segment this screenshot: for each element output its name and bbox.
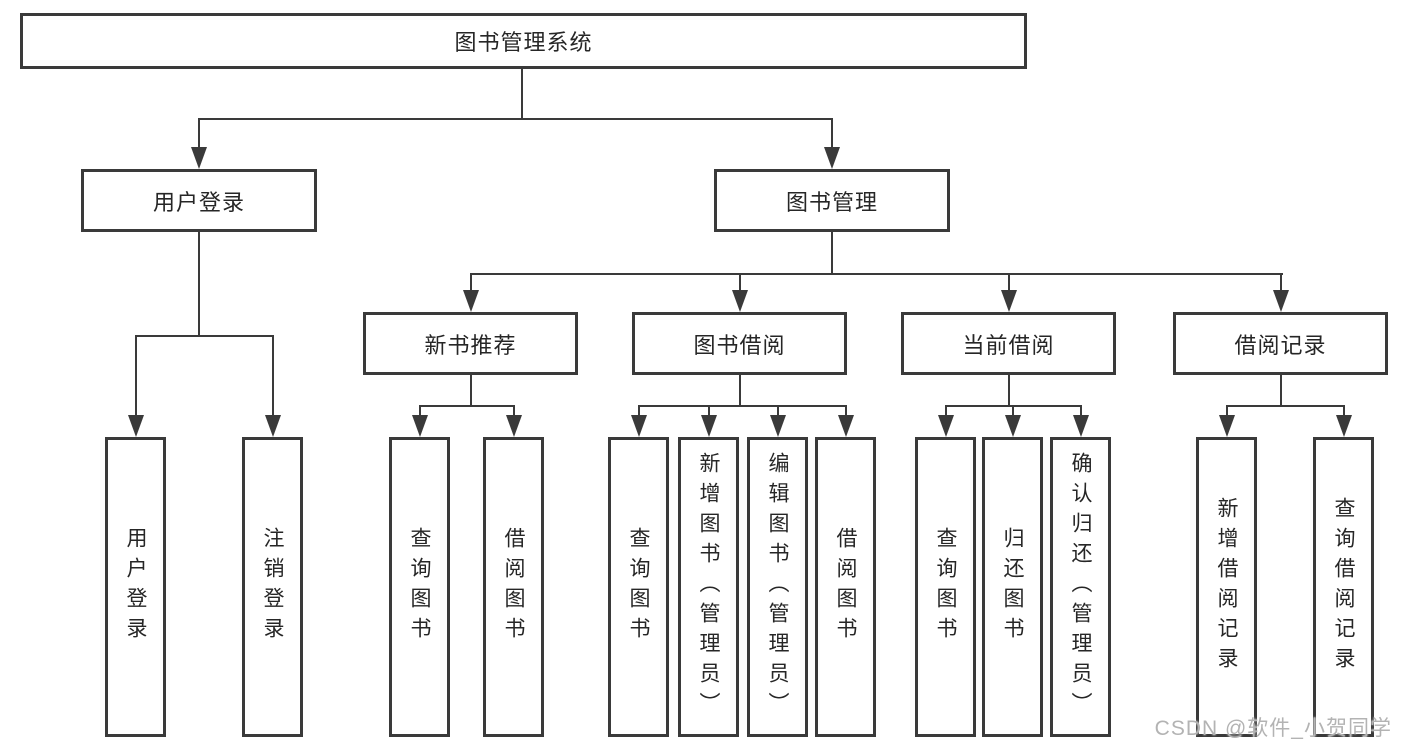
- connector: [134, 335, 137, 419]
- leaf-query-borrow-record: 查询借阅记录: [1313, 437, 1374, 737]
- node-borrowing-records: 借阅记录: [1173, 312, 1388, 375]
- connector: [198, 118, 833, 120]
- node-new-book-recommendation: 新书推荐: [363, 312, 578, 375]
- connector: [944, 405, 947, 418]
- connector: [521, 69, 523, 119]
- watermark: CSDN @软件_小贺同学: [1154, 717, 1392, 740]
- leaf-add-borrow-record: 新增借阅记录: [1196, 437, 1257, 737]
- node-label: 查询图书: [934, 527, 958, 647]
- arrow-down-icon: [505, 415, 522, 437]
- leaf-borrow-books-recommend: 借阅图书: [483, 437, 544, 737]
- arrow-down-icon: [462, 290, 479, 312]
- node-book-management: 图书管理: [714, 169, 950, 232]
- node-label: 编辑图书（管理员）: [766, 452, 790, 722]
- leaf-edit-books-admin: 编辑图书（管理员）: [747, 437, 808, 737]
- connector: [707, 405, 710, 418]
- connector: [469, 273, 1283, 275]
- connector: [271, 335, 274, 419]
- node-book-borrowing: 图书借阅: [632, 312, 847, 375]
- leaf-borrow-books: 借阅图书: [815, 437, 876, 737]
- leaf-confirm-return-admin: 确认归还（管理员）: [1050, 437, 1111, 737]
- node-label: 图书借阅: [693, 332, 786, 358]
- node-label: 借阅记录: [1234, 332, 1327, 358]
- connector: [1225, 405, 1345, 407]
- connector: [831, 118, 833, 150]
- arrow-down-icon: [937, 415, 954, 437]
- arrow-down-icon: [191, 147, 207, 169]
- node-label: 借阅图书: [502, 527, 526, 647]
- leaf-query-books-recommend: 查询图书: [389, 437, 450, 737]
- connector: [844, 405, 847, 418]
- leaf-logout: 注销登录: [242, 437, 303, 737]
- connector: [418, 405, 515, 407]
- arrow-down-icon: [1004, 415, 1021, 437]
- arrow-down-icon: [127, 415, 144, 437]
- connector: [469, 273, 472, 293]
- connector: [1079, 405, 1082, 418]
- connector: [637, 405, 847, 407]
- node-label: 新增借阅记录: [1215, 497, 1239, 677]
- arrow-down-icon: [731, 290, 748, 312]
- connector: [1279, 273, 1282, 293]
- node-user-login: 用户登录: [81, 169, 317, 232]
- node-label: 确认归还（管理员）: [1069, 452, 1093, 722]
- node-label: 归还图书: [1001, 527, 1025, 647]
- leaf-query-books-borrow: 查询图书: [608, 437, 669, 737]
- node-label: 注销登录: [261, 527, 285, 647]
- node-label: 查询借阅记录: [1332, 497, 1356, 677]
- connector: [1007, 375, 1010, 406]
- leaf-return-books: 归还图书: [982, 437, 1043, 737]
- leaf-add-books-admin: 新增图书（管理员）: [678, 437, 739, 737]
- node-label: 用户登录: [124, 527, 148, 647]
- node-current-borrowing: 当前借阅: [901, 312, 1116, 375]
- arrow-down-icon: [630, 415, 647, 437]
- node-label: 查询图书: [627, 527, 651, 647]
- connector: [198, 232, 200, 336]
- arrow-down-icon: [1272, 290, 1289, 312]
- arrow-down-icon: [837, 415, 854, 437]
- arrow-down-icon: [411, 415, 428, 437]
- arrow-down-icon: [1000, 290, 1017, 312]
- arrow-down-icon: [824, 147, 840, 169]
- node-library-management-system: 图书管理系统: [20, 13, 1027, 69]
- arrow-down-icon: [1218, 415, 1235, 437]
- leaf-query-books-current: 查询图书: [915, 437, 976, 737]
- connector: [637, 405, 640, 418]
- arrow-down-icon: [1335, 415, 1352, 437]
- node-label: 借阅图书: [834, 527, 858, 647]
- connector: [512, 405, 515, 418]
- node-label: 新书推荐: [424, 332, 517, 358]
- node-label: 图书管理系统: [454, 30, 593, 55]
- connector: [134, 335, 274, 337]
- arrow-down-icon: [700, 415, 717, 437]
- node-label: 查询图书: [408, 527, 432, 647]
- arrow-down-icon: [1072, 415, 1089, 437]
- connector: [198, 118, 200, 150]
- connector: [1342, 405, 1345, 418]
- connector: [469, 375, 472, 406]
- arrow-down-icon: [264, 415, 281, 437]
- connector: [1007, 273, 1010, 293]
- connector: [738, 273, 741, 293]
- connector: [831, 232, 833, 274]
- node-label: 用户登录: [152, 189, 245, 215]
- leaf-user-login: 用户登录: [105, 437, 166, 737]
- connector: [1011, 405, 1014, 418]
- node-label: 图书管理: [785, 189, 878, 215]
- connector: [738, 375, 741, 406]
- node-label: 新增图书（管理员）: [697, 452, 721, 722]
- connector: [1279, 375, 1282, 406]
- node-label: 当前借阅: [962, 332, 1055, 358]
- connector: [418, 405, 421, 418]
- arrow-down-icon: [769, 415, 786, 437]
- connector: [1225, 405, 1228, 418]
- connector: [776, 405, 779, 418]
